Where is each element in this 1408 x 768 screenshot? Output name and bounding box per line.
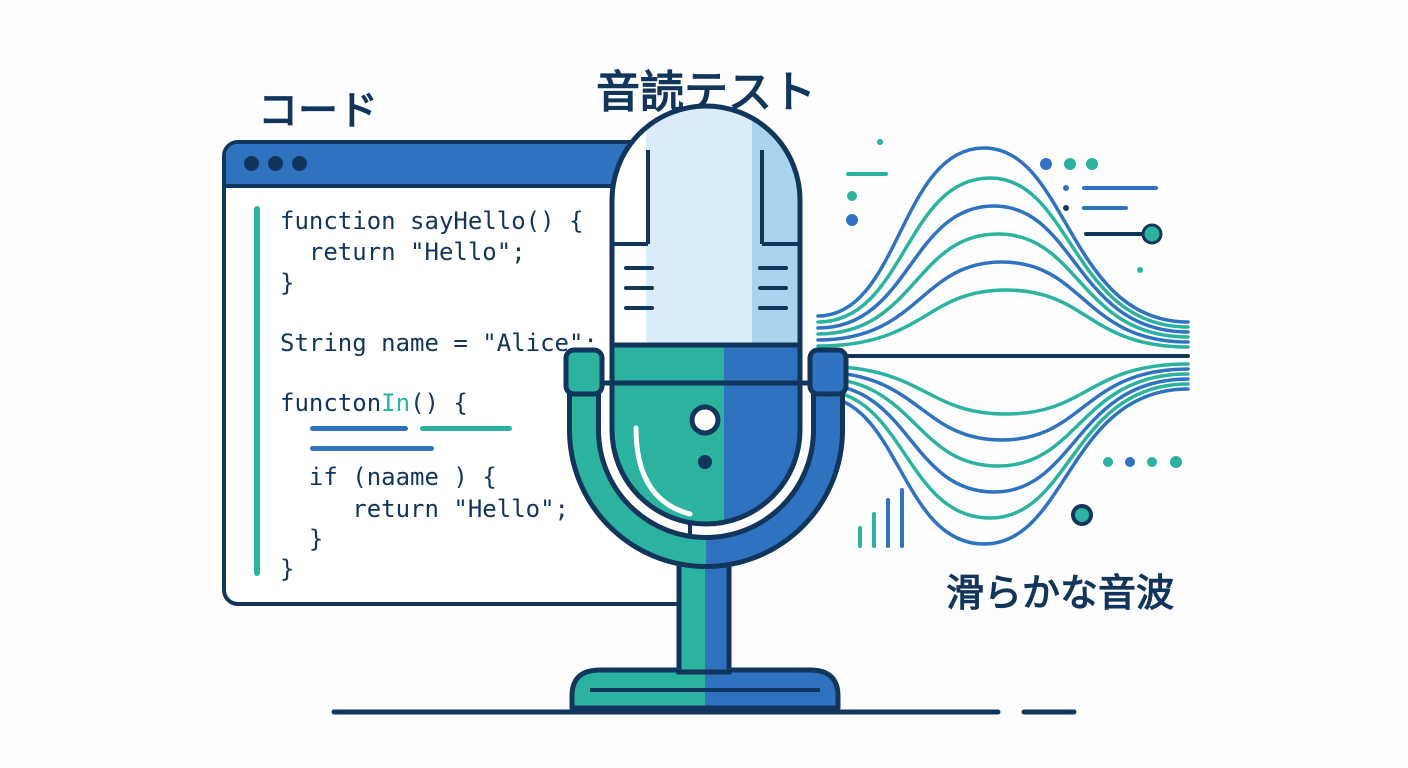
window-dot-icon [244, 156, 259, 171]
code-token-highlight: In [381, 389, 411, 417]
decoration-left [846, 139, 888, 226]
decoration-bottom [1071, 456, 1182, 526]
decoration-right [1040, 158, 1163, 273]
code-line: } [280, 525, 324, 553]
microphone-icon [563, 103, 849, 711]
code-label: コード [258, 88, 378, 134]
code-line: } [280, 555, 295, 583]
code-placeholder-bar [310, 426, 408, 431]
slider-icon [1084, 223, 1163, 245]
mic-yoke [563, 347, 849, 569]
code-gutter [254, 206, 260, 576]
mic-stem [676, 557, 732, 675]
code-placeholder-bar [310, 446, 434, 451]
code-line: function sayHello() { [280, 207, 584, 235]
code-line: if (naame ) { [280, 463, 497, 491]
smooth-wave-label: 滑らかな音波 [946, 571, 1175, 615]
code-window-titlebar [226, 144, 688, 188]
code-line: functonIn() { [280, 388, 468, 418]
code-line: return "Hello"; [280, 238, 526, 266]
sound-wave-icon [816, 146, 1190, 546]
mic-base [569, 667, 841, 711]
code-placeholder-bar [420, 426, 512, 431]
code-line: } [280, 269, 295, 297]
window-dot-icon [268, 156, 283, 171]
level-bars-icon [858, 488, 904, 548]
code-line: String name = "Alice"; [280, 329, 598, 357]
code-line: return "Hello"; [280, 495, 569, 523]
code-token: functon [280, 389, 382, 417]
code-token: () { [410, 389, 468, 417]
window-dot-icon [292, 156, 307, 171]
